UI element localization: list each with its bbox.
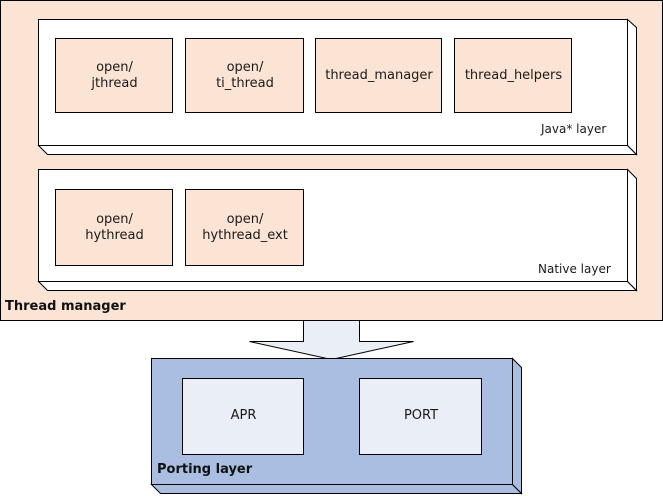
component-ti-thread: [185, 38, 304, 113]
label-jthread: open/ jthread: [91, 60, 138, 91]
native-layer-label: Native layer: [538, 262, 611, 276]
label-port: PORT: [403, 408, 439, 423]
component-port: [359, 378, 482, 455]
component-hythread-ext: [185, 189, 304, 266]
label-apr: APR: [230, 408, 257, 423]
java-layer-label: Java* layer: [541, 122, 607, 136]
label-ti-thread: open/ ti_thread: [216, 60, 274, 91]
porting-layer-title: Porting layer: [157, 462, 253, 477]
label-hythread: open/ hythread: [85, 212, 144, 243]
component-thread-helpers: [454, 38, 572, 113]
label-thread-manager: thread_manager: [325, 68, 433, 83]
label-hythread-ext: open/ hythread_ext: [202, 212, 288, 243]
label-thread-helpers: thread_helpers: [464, 68, 563, 83]
component-hythread: [55, 189, 173, 266]
thread-manager-title: Thread manager: [5, 299, 126, 314]
component-thread-manager: [315, 38, 442, 113]
component-apr: [182, 378, 304, 455]
component-jthread: [55, 38, 173, 113]
dependency-arrow: [249, 320, 414, 361]
